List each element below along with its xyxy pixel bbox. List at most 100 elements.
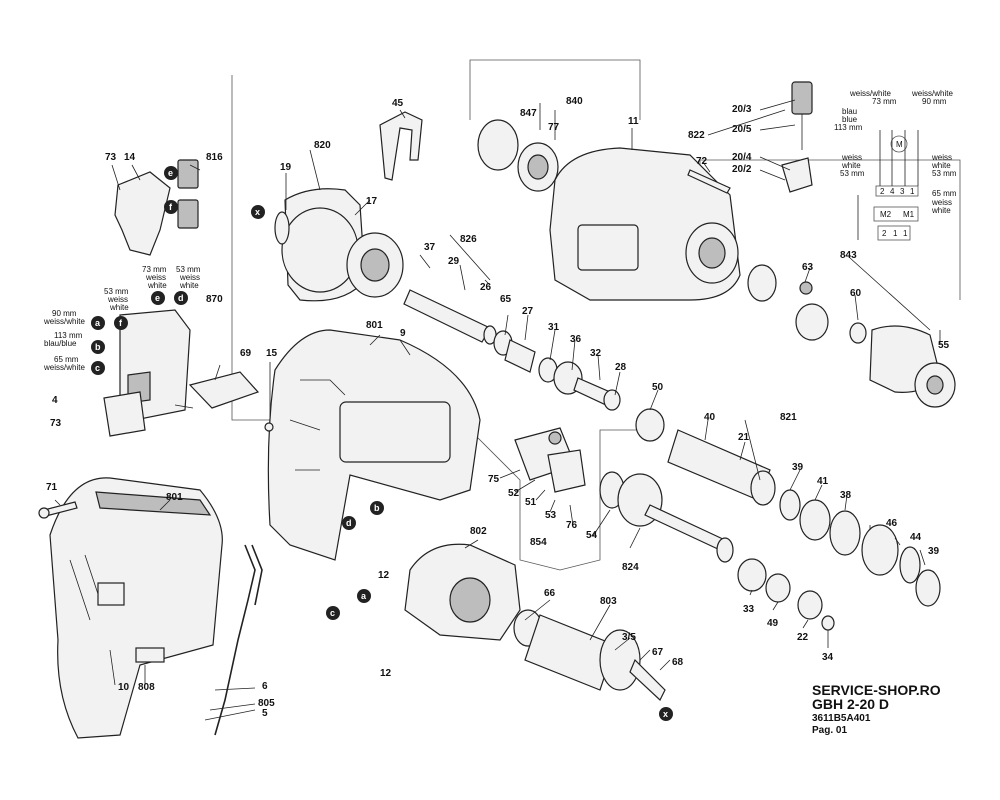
wiring-notes-right: weiss/white 73 mm weiss/white 90 mm blau… [834,89,957,238]
part-label: 824 [622,562,639,573]
svg-text:4: 4 [890,187,895,196]
part-code: 3611B5A401 [812,713,871,724]
field-coil-802 [404,543,521,641]
badge-c: c [91,361,105,375]
screw-71 [38,501,78,519]
svg-text:e: e [168,168,173,178]
svg-text:weiss/white: weiss/white [911,89,953,98]
svg-text:c: c [95,363,100,373]
badge-markers: e f x e d a f b c b d a c x [91,166,673,721]
part-label: 34 [822,652,834,663]
hammer-tube-21 [667,429,776,506]
svg-text:d: d [346,518,352,528]
wiring-schematic [857,130,919,241]
svg-text:a: a [361,591,367,601]
gear-38 [829,510,861,556]
part-label: 68 [672,657,684,668]
part-label: 11 [628,116,639,127]
part-label: 12 [378,570,390,581]
svg-text:weiss: weiss [841,153,862,162]
svg-text:white: white [147,281,167,290]
svg-text:113 mm: 113 mm [834,123,863,132]
part-label: 69 [240,348,252,359]
badge-b: b [91,340,105,354]
svg-text:weiss/white: weiss/white [43,317,85,326]
svg-text:53 mm: 53 mm [932,169,957,178]
part-label: 820 [314,140,331,151]
part-label: 12 [380,668,392,679]
svg-text:e: e [155,293,160,303]
badge-b: b [370,501,384,515]
badge-e: e [151,291,165,305]
svg-text:90 mm: 90 mm [922,97,947,106]
cable-wire-2 [251,544,263,606]
svg-text:65 mm: 65 mm [54,355,79,364]
armature-803 [513,609,666,701]
part-label: 3/5 [622,632,636,643]
wiring-notes-left: 53 mm weiss white 73 mm weiss white 53 m… [43,265,201,372]
part-label: 822 [688,130,705,141]
brush-holder-14 [114,159,199,256]
bearing-33 [737,558,767,592]
plate-69 [188,371,260,409]
svg-text:M2: M2 [880,210,892,219]
ring-39 [915,569,941,607]
intermediate-shaft-824 [599,471,734,563]
housing-half-9 [267,329,481,561]
model-name: GBH 2-20 D [812,696,890,712]
svg-text:f: f [119,318,123,328]
svg-text:blau: blau [842,107,857,116]
svg-text:weiss: weiss [931,198,952,207]
gear-22 [797,590,823,620]
part-label: 73 [50,418,62,429]
part-label: 29 [448,256,460,267]
part-label: 9 [400,328,406,339]
badge-f: f [164,200,178,214]
svg-text:blue: blue [842,115,858,124]
part-label: 20/3 [732,104,752,115]
badge-x: x [659,707,673,721]
part-label: 31 [548,322,560,333]
spring-46 [861,524,899,576]
part-label: 840 [566,96,583,107]
part-label: 20/5 [732,124,752,135]
part-label: 854 [530,537,547,548]
svg-text:weiss/white: weiss/white [849,89,891,98]
part-label: 847 [520,108,537,119]
part-label: 71 [46,482,58,493]
svg-text:90 mm: 90 mm [52,309,77,318]
part-label: 36 [570,334,582,345]
tool-holder-843 [747,264,956,408]
svg-text:53 mm: 53 mm [176,265,201,274]
part-label: 801 [166,492,183,503]
badge-a: a [91,316,105,330]
piston-36 [553,361,621,411]
part-label: 6 [262,681,268,692]
svg-text:white: white [931,161,951,170]
part-label: 39 [928,546,940,557]
part-label: 808 [138,682,155,693]
svg-text:65 mm: 65 mm [932,189,957,198]
svg-text:weiss: weiss [145,273,166,282]
page-number: Pag. 01 [812,725,848,736]
svg-text:white: white [931,206,951,215]
part-label: 37 [424,242,436,253]
svg-text:M: M [896,140,903,149]
svg-text:M1: M1 [903,210,915,219]
svg-text:x: x [663,709,668,719]
clutch-41 [799,499,831,541]
svg-text:weiss/white: weiss/white [43,363,85,372]
part-label: 76 [566,520,578,531]
part-label: 60 [850,288,862,299]
svg-text:1: 1 [910,187,915,196]
part-label: 40 [704,412,716,423]
part-label: 55 [938,340,950,351]
part-label: 20/2 [732,164,752,175]
part-15-pin [264,422,274,432]
svg-text:c: c [330,608,335,618]
part-label: 20/4 [732,152,752,163]
part-label: 802 [470,526,487,537]
part-label: 843 [840,250,857,261]
part-label: 77 [548,122,560,133]
svg-text:white: white [841,161,861,170]
